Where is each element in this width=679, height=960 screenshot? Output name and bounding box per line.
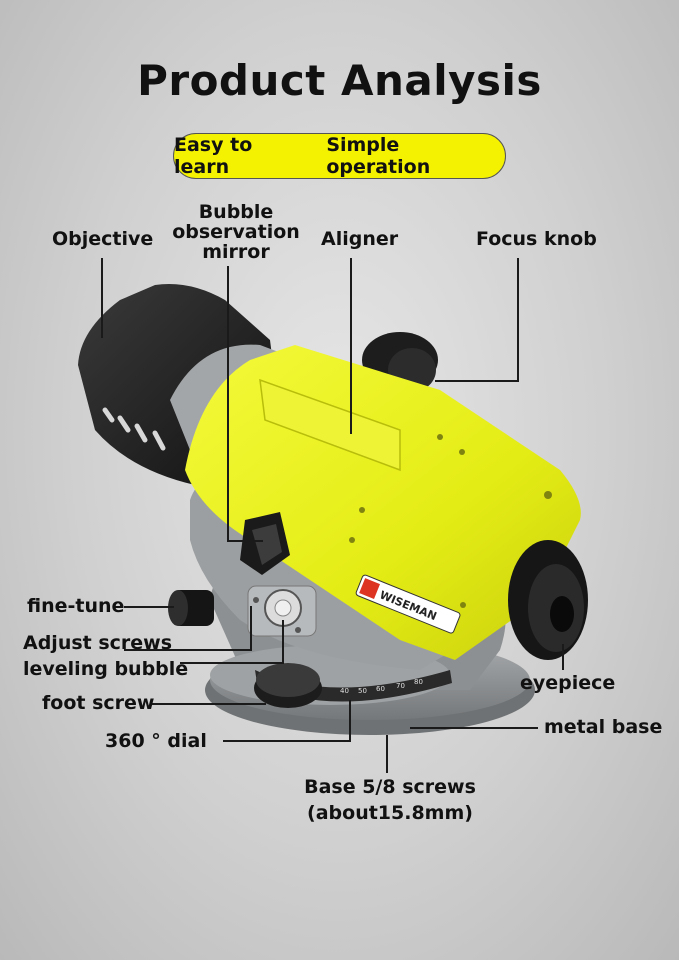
leader-line [410, 727, 538, 729]
leader-line [150, 703, 266, 705]
label-metal-base: metal base [544, 716, 663, 738]
label-base-screws: Base 5/8 screws (about15.8mm) [280, 774, 500, 826]
label-bubble-observation-mirror: Bubble observation mirror [168, 202, 304, 262]
leader-line [517, 258, 519, 382]
label-line: Bubble [198, 201, 274, 223]
dial-numbers: 40 50 60 70 80 [340, 678, 423, 695]
label-objective: Objective [52, 228, 154, 250]
eyepiece-shape [508, 540, 588, 660]
leader-line [227, 540, 263, 542]
leader-line [282, 620, 284, 664]
foot-screw-knob [254, 663, 322, 708]
leader-line [250, 606, 252, 651]
dial-number: 50 [358, 687, 367, 695]
leader-line [435, 380, 519, 382]
feature-banner: Easy to learn Simple operation [173, 133, 506, 179]
label-eyepiece: eyepiece [520, 672, 616, 694]
label-line: observation [172, 221, 300, 243]
leader-line [349, 700, 351, 742]
label-line: Base 5/8 screws [304, 776, 476, 798]
leader-line [223, 740, 351, 742]
dial-number: 70 [396, 682, 405, 690]
bubble-observation-mirror [240, 512, 290, 575]
fine-tune-knob [168, 590, 214, 626]
dial-number: 60 [376, 685, 385, 693]
leader-line [227, 266, 229, 542]
leader-line [350, 258, 352, 434]
label-leveling-bubble: leveling bubble [23, 658, 189, 680]
page-title: Product Analysis [137, 56, 542, 105]
label-foot-screw: foot screw [42, 692, 155, 714]
leader-line [180, 662, 282, 664]
leader-line [386, 735, 388, 773]
banner-text-left: Easy to learn [174, 134, 253, 178]
banner-text-right: Simple operation [326, 134, 431, 178]
leader-line [101, 258, 103, 338]
dial-number: 40 [340, 687, 349, 695]
label-360-dial: 360 ° dial [105, 730, 207, 752]
label-adjust-screws: Adjust screws [23, 632, 173, 654]
label-fine-tune: fine-tune [27, 595, 125, 617]
leader-line [124, 606, 174, 608]
label-line: mirror [202, 241, 270, 263]
leader-line [562, 644, 564, 670]
leveling-bubble-vial [247, 585, 317, 637]
telescope-body [185, 345, 581, 660]
label-line: (about15.8mm) [307, 802, 473, 824]
label-aligner: Aligner [321, 228, 399, 250]
label-focus-knob: Focus knob [476, 228, 597, 250]
dial-number: 80 [414, 678, 423, 686]
leader-line [124, 649, 252, 651]
